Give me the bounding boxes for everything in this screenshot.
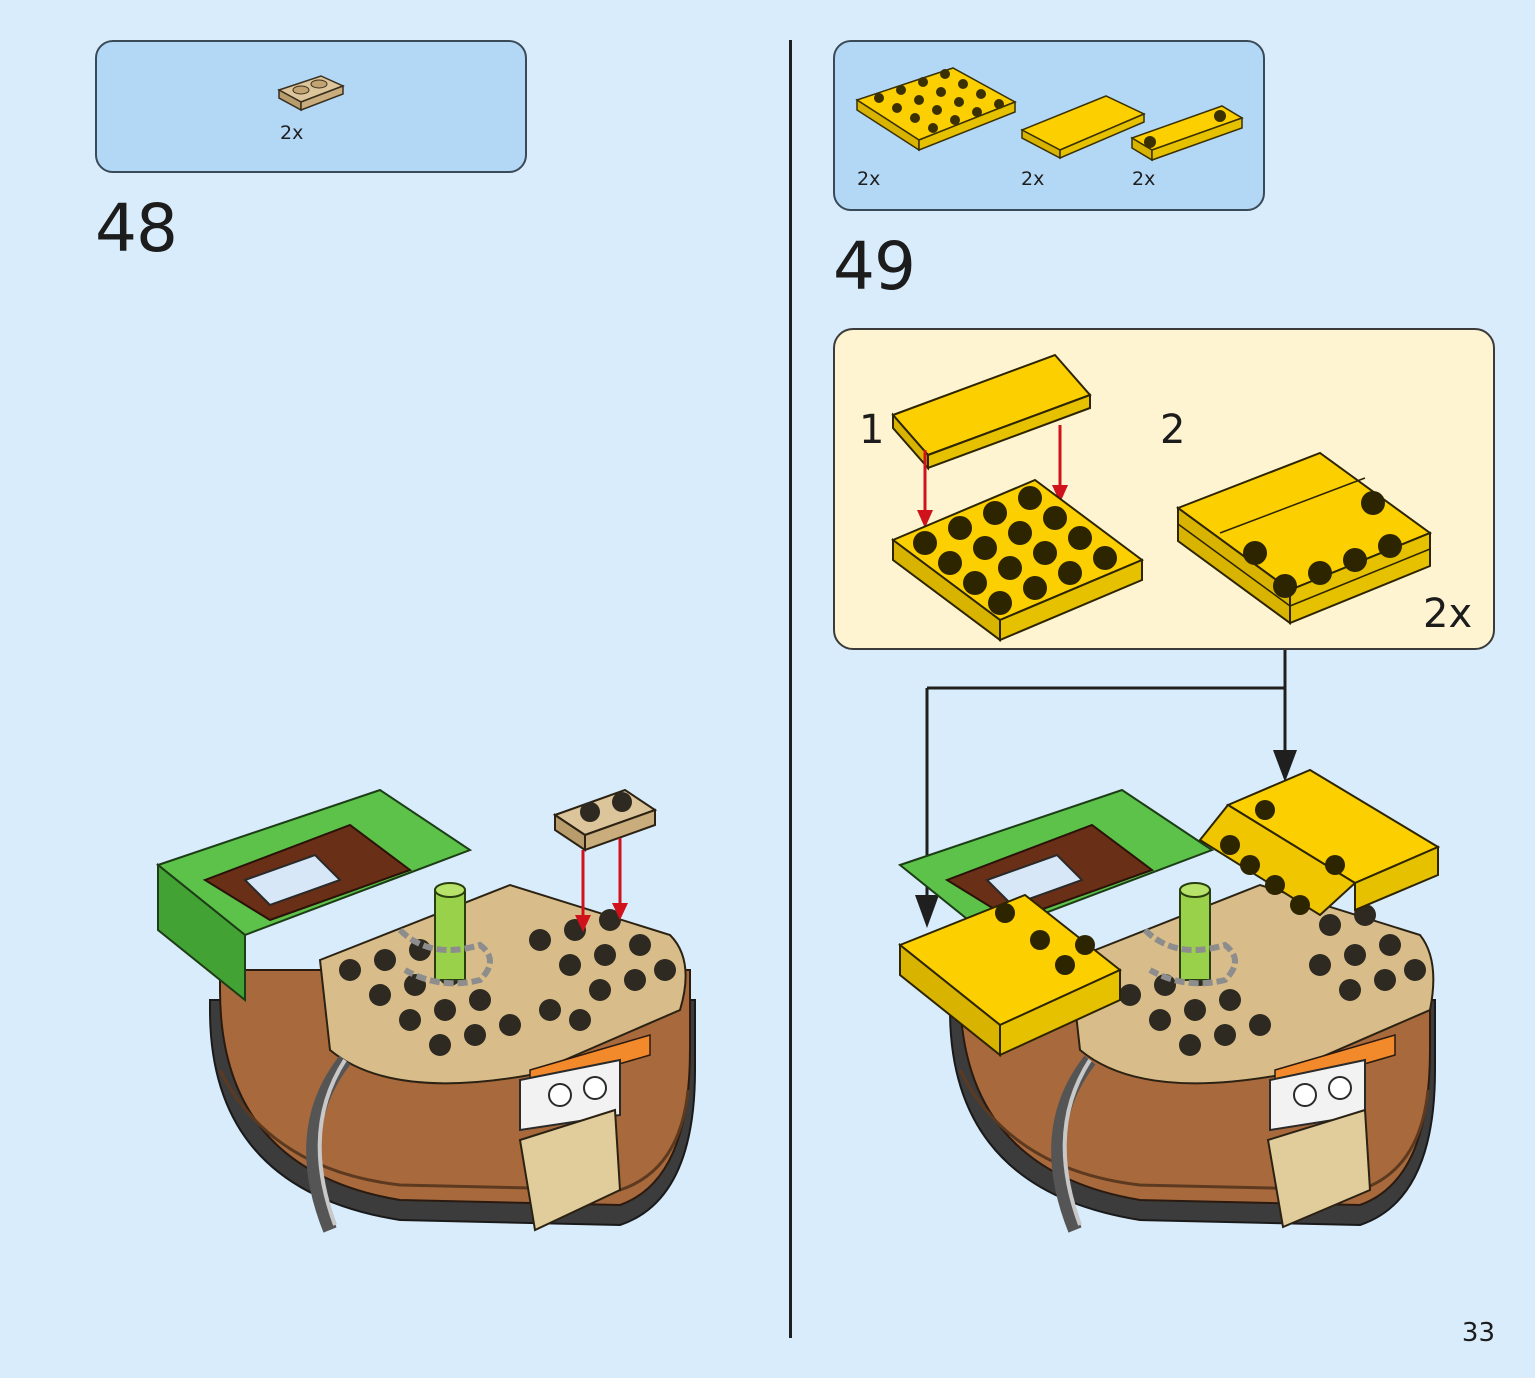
step-48-parts-callout: 2x [95, 40, 527, 173]
subassembly-multiplier: 2x [1423, 591, 1473, 637]
step-number-48: 48 [95, 190, 178, 267]
substep-1-image [891, 353, 1144, 642]
yellow-plate-1x4-icon [1130, 105, 1244, 162]
subassembly-callout: 1 2 2x [833, 328, 1495, 650]
substep-label-1: 1 [859, 407, 885, 453]
substep-label-2: 2 [1160, 407, 1186, 453]
step-49-parts-callout: 2x 2x 2x [833, 40, 1265, 211]
page-number: 33 [1461, 1318, 1495, 1348]
yellow-tile-2x4-icon [1020, 95, 1146, 160]
part-quantity: 2x [857, 168, 881, 190]
tan-plate-1x2-icon [277, 75, 345, 112]
part-quantity: 2x [280, 122, 304, 144]
part-quantity: 2x [1021, 168, 1045, 190]
yellow-plate-4x4-icon [855, 67, 1017, 152]
part-quantity: 2x [1132, 168, 1156, 190]
page-divider [789, 40, 792, 1338]
substep-2-image [1175, 451, 1433, 625]
build-model-step-49-image [897, 768, 1441, 1233]
step-number-49: 49 [833, 228, 916, 305]
build-model-step-48-image [155, 788, 696, 1233]
